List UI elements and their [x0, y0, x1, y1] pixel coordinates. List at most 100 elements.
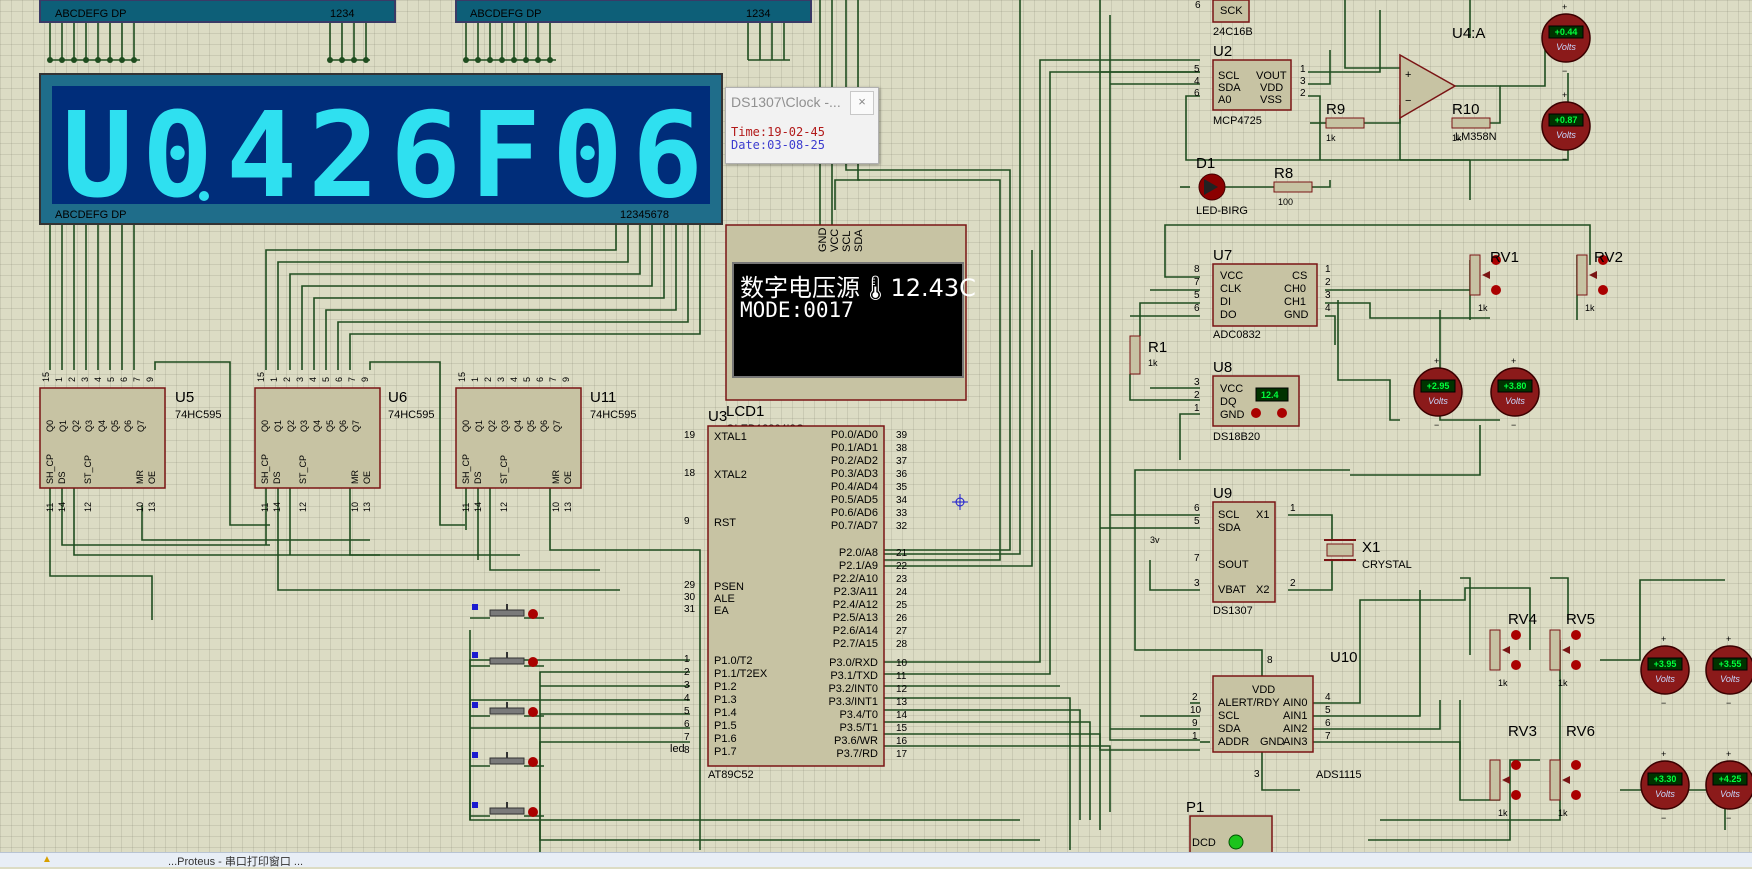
adc-u10[interactable]: U10 ADS1115 VDD ALERT/RDY SCL SDA ADDR G…: [1190, 649, 1361, 781]
u8-pin-vcc: VCC: [1220, 383, 1243, 395]
voltmeter-value: +3.55: [1719, 659, 1742, 669]
pot-up-icon[interactable]: [1571, 630, 1581, 640]
led-d1[interactable]: D1 LED-BIRG: [1196, 155, 1248, 217]
seg-display-main[interactable]: U 0 4 2 6 F 0 6 ABCDEFG DP 12345678: [39, 73, 723, 225]
u2-num-2: 2: [1300, 88, 1306, 99]
pot-down-icon[interactable]: [1511, 790, 1521, 800]
rtc-u9[interactable]: U9 DS1307 SCL SDA SOUT VBAT X1 X2 6 5 7 …: [1150, 485, 1296, 617]
u9-vbat-label: 3v: [1150, 535, 1160, 545]
pot-up-icon[interactable]: [1511, 760, 1521, 770]
shift-pin-num: 9: [145, 377, 155, 382]
eeprom-24c16b[interactable]: SCK 6 24C16B: [1195, 0, 1253, 38]
svg-text:−: −: [1511, 420, 1516, 430]
u2-num-6: 6: [1194, 88, 1200, 99]
u9-pin-vbat: VBAT: [1218, 584, 1246, 596]
push-button-5[interactable]: [470, 802, 544, 817]
warning-icon[interactable]: ▲: [42, 854, 52, 865]
u10-num-6: 6: [1325, 718, 1331, 729]
shift-pin-ctrl: MR: [551, 470, 561, 484]
push-button-1[interactable]: [470, 604, 544, 619]
shift-pin-num: 5: [321, 377, 331, 382]
opamp-u4[interactable]: + − U4:A LM358N: [1399, 25, 1497, 143]
popup-body: Time:19-02-45 Date:03-08-25: [731, 126, 825, 152]
u3-pin-label: P2.1/A9: [839, 560, 878, 572]
rv6-val: 1k: [1558, 808, 1568, 818]
shift-reg-u5[interactable]: U5 74HC595: [39, 387, 221, 489]
pot-up-icon[interactable]: [1511, 630, 1521, 640]
dac-u2[interactable]: U2 MCP4725 SCL SDA A0 VOUT VDD VSS 5 4 6…: [1194, 43, 1306, 127]
resistor-r9[interactable]: R9 1k: [1325, 101, 1365, 143]
u8-up-icon[interactable]: [1277, 408, 1287, 418]
u3-pin-label: P2.0/A8: [839, 547, 878, 559]
u8-down-icon[interactable]: [1251, 408, 1261, 418]
pot-up-icon[interactable]: [1598, 255, 1608, 265]
pot-down-icon[interactable]: [1491, 285, 1501, 295]
u9-num-3: 3: [1194, 578, 1200, 589]
u2-part: MCP4725: [1213, 115, 1262, 127]
u10-part: ADS1115: [1316, 769, 1361, 781]
u2-pin-scl: SCL: [1218, 70, 1239, 82]
pot-down-icon[interactable]: [1511, 660, 1521, 670]
push-button-2[interactable]: [470, 652, 544, 667]
u10-num-8: 8: [1267, 655, 1273, 666]
shift-pin-num: 9: [360, 377, 370, 382]
svg-text:−: −: [1726, 698, 1731, 708]
resistor-r10[interactable]: R10 1k: [1451, 101, 1491, 143]
pot-down-icon[interactable]: [1598, 285, 1608, 295]
ds1307-clock-popup[interactable]: DS1307\Clock -... × Time:19-02-45 Date:0…: [725, 87, 879, 164]
shift-pin-q: Q0: [45, 420, 55, 432]
push-button-4[interactable]: [470, 752, 544, 767]
mcu-u3[interactable]: U3 AT89C52 led: [670, 408, 885, 781]
u5-part: 74HC595: [175, 409, 221, 421]
u10-pin-alert: ALERT/RDY: [1218, 697, 1280, 709]
svg-text:−: −: [1726, 813, 1731, 823]
pot-up-icon[interactable]: [1571, 760, 1581, 770]
shift-pin-num: 1: [470, 377, 480, 382]
push-button-3[interactable]: [470, 702, 544, 717]
seg-display-top-mid[interactable]: ABCDEFG DP 1234: [455, 0, 812, 23]
rv5-val: 1k: [1558, 678, 1568, 688]
adc-u7[interactable]: U7 ADC0832 VCC CLK DI DO CS CH0 CH1 GND …: [1194, 247, 1331, 341]
pot-down-icon[interactable]: [1571, 660, 1581, 670]
shift-reg-u6[interactable]: U6 74HC595: [254, 387, 434, 489]
u3-pin-label: XTAL1: [714, 431, 747, 443]
u3-pin-label: ALE: [714, 593, 735, 605]
resistor-r8[interactable]: R8 100: [1273, 165, 1313, 207]
resistor-r1[interactable]: R1 1k: [1129, 335, 1167, 375]
u7-pin-clk: CLK: [1220, 283, 1242, 295]
shift-pin-q: Q2: [71, 420, 81, 432]
shift-pin-q: Q3: [84, 420, 94, 432]
u3-pin-label: P3.2/INT0: [828, 683, 878, 695]
seg-display-top-left[interactable]: ABCDEFG DP 1234: [39, 0, 396, 23]
shift-pin-num: 15: [41, 372, 51, 382]
shift-reg-u11[interactable]: U11 74HC595: [455, 387, 636, 489]
pot-up-icon[interactable]: [1491, 255, 1501, 265]
u9-pin-x2: X2: [1256, 584, 1269, 596]
shift-pin-num: 3: [295, 377, 305, 382]
pot-down-icon[interactable]: [1571, 790, 1581, 800]
u11-ref: U11: [590, 389, 616, 406]
shift-pin-ctrl-num: 11: [260, 503, 270, 512]
shift-pin-ctrl: SH_CP: [461, 454, 471, 484]
popup-close-button[interactable]: ×: [850, 91, 874, 115]
u9-part: DS1307: [1213, 605, 1253, 617]
temp-sensor-u8[interactable]: U8 DS18B20 VCC DQ GND 3 2 1 12.4: [1194, 359, 1300, 443]
crystal-x1[interactable]: X1 CRYSTAL: [1324, 539, 1412, 571]
voltmeter-value: +4.25: [1719, 774, 1742, 784]
shift-pin-ctrl-num: 10: [135, 502, 145, 512]
